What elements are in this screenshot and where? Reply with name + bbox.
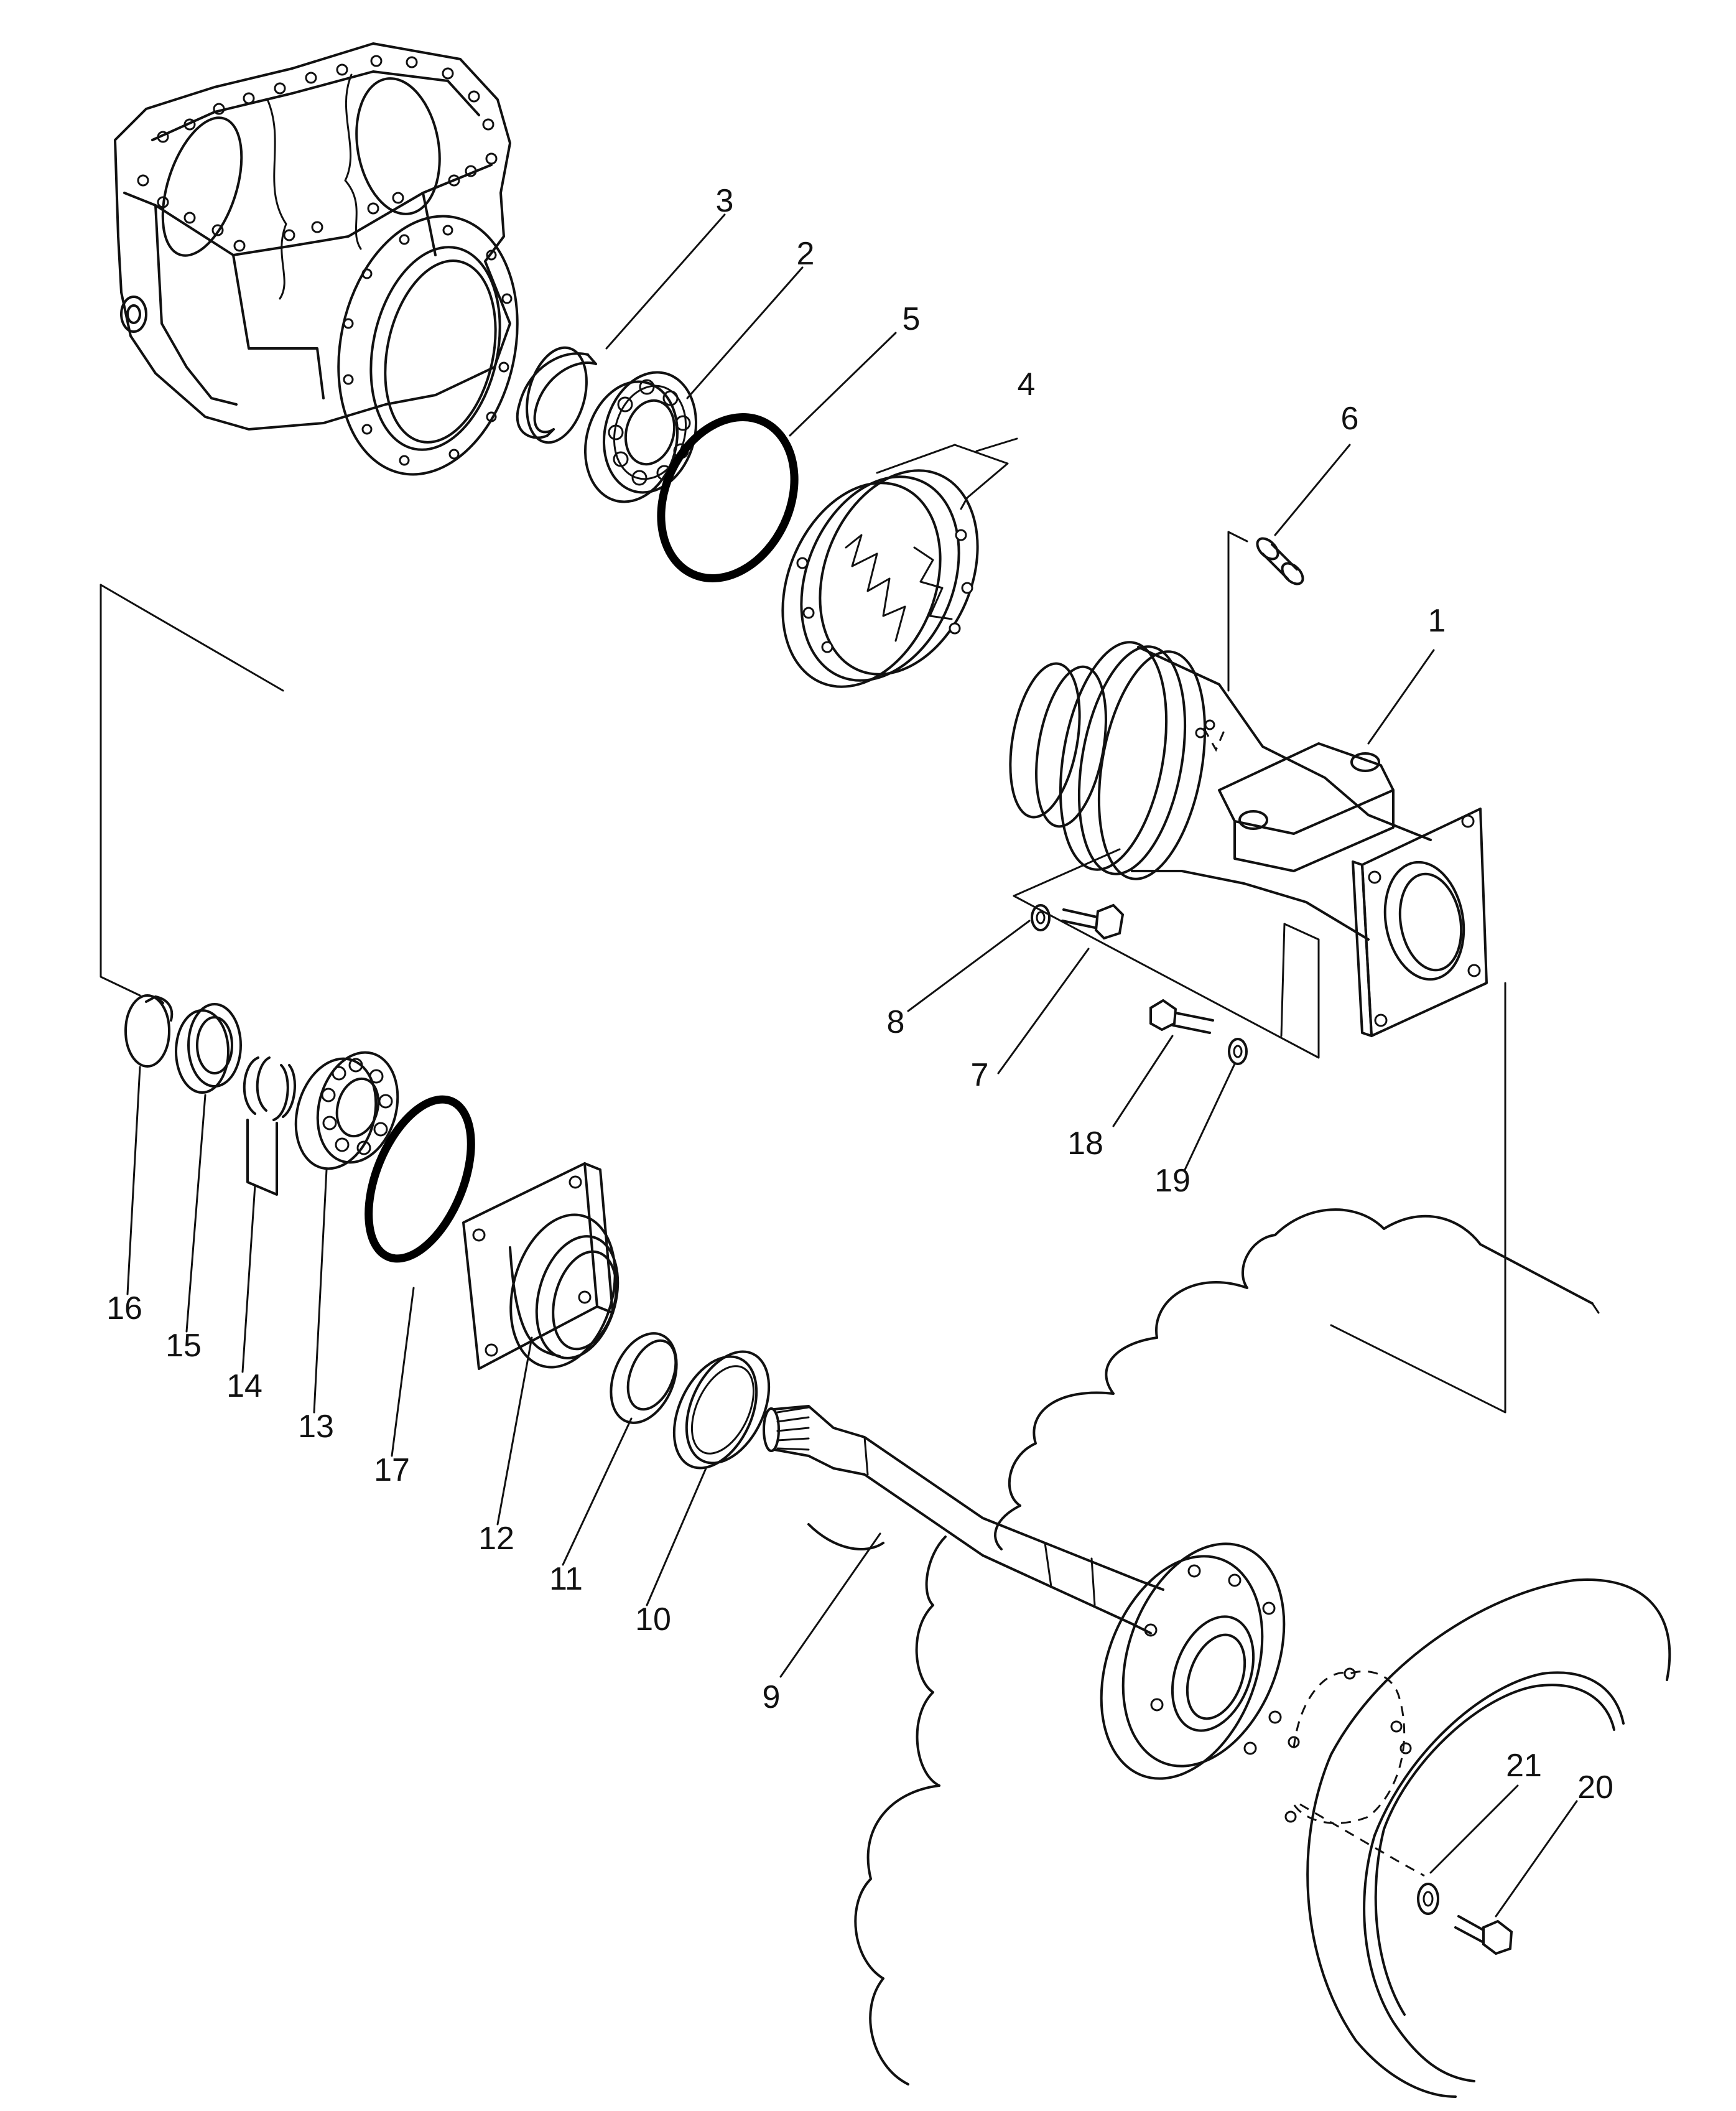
part-10-oil-seal (672, 1350, 771, 1470)
label-20: 20 (1577, 1769, 1613, 1806)
part-8-washer (1031, 904, 1051, 931)
part-5-o-ring (657, 413, 799, 582)
part-6-dowel-pin (1256, 537, 1304, 585)
label-1: 1 (1428, 603, 1446, 639)
part-1-axle-housing (1009, 641, 1488, 1037)
label-13: 13 (298, 1409, 334, 1445)
label-7: 7 (971, 1057, 989, 1093)
label-5: 5 (903, 301, 921, 337)
part-13-ball-bearing (294, 1051, 399, 1170)
label-8: 8 (887, 1004, 905, 1040)
label-10: 10 (635, 1601, 671, 1638)
label-18: 18 (1067, 1125, 1103, 1162)
hub-dashed-outline (1284, 1667, 1425, 1877)
leader-lines (126, 213, 1578, 1918)
part-11-spacer (610, 1332, 678, 1424)
part-labels: 3 2 5 4 6 1 8 7 18 19 16 15 14 13 17 12 … (106, 183, 1613, 1806)
part-17-o-ring (364, 1095, 475, 1263)
label-14: 14 (226, 1368, 262, 1404)
part-16-snap-ring (124, 994, 174, 1068)
label-15: 15 (165, 1328, 202, 1364)
label-21: 21 (1506, 1748, 1542, 1784)
part-14-split-collar (243, 1056, 297, 1196)
part-4-shim-set (781, 469, 979, 688)
label-17: 17 (374, 1452, 410, 1488)
label-16: 16 (106, 1290, 142, 1326)
part-2-ball-bearing (583, 371, 698, 503)
label-9: 9 (763, 1679, 781, 1715)
label-6: 6 (1341, 401, 1359, 437)
part-18-bolt (1149, 999, 1214, 1034)
part-21-washer (1417, 1883, 1439, 1915)
part-7-bolt (1061, 903, 1125, 940)
part-19-washer (1228, 1038, 1248, 1065)
label-11: 11 (549, 1561, 583, 1597)
label-19: 19 (1154, 1163, 1191, 1199)
assembly-lines (100, 444, 1600, 1414)
part-15-collar (175, 1003, 242, 1094)
part-9-axle-shaft (763, 1405, 1286, 1780)
label-3: 3 (716, 183, 734, 219)
label-12: 12 (478, 1521, 514, 1557)
tire-outline (807, 1208, 1671, 2098)
part-3-snap-ring (516, 346, 597, 444)
part-20-bolt (1454, 1915, 1513, 1955)
transmission-case (114, 42, 519, 476)
label-4: 4 (1018, 366, 1036, 403)
label-2: 2 (797, 236, 815, 272)
part-12-bearing-cage (462, 1162, 620, 1370)
